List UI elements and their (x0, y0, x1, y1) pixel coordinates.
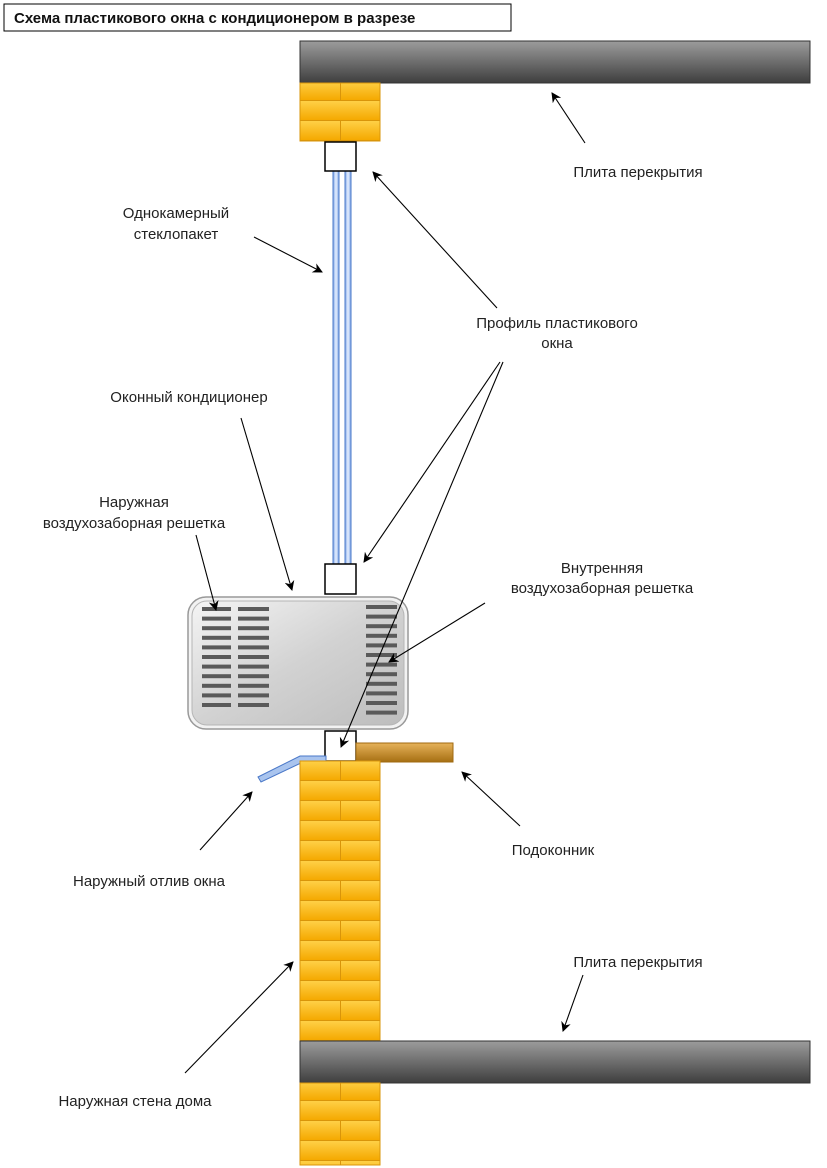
grille-slat (366, 681, 397, 686)
arrow-outer-grille (195, 534, 219, 611)
grille-slat (202, 683, 231, 688)
grille-slat (238, 626, 269, 631)
grille-slat (238, 703, 269, 707)
arrow-slab-bottom (561, 974, 584, 1032)
grille-slat (202, 616, 231, 621)
label-glazing-line2: стеклопакет (134, 226, 219, 243)
arrow-inner-grille (388, 602, 486, 663)
arrow-profile-top (372, 171, 498, 309)
arrow-wall (184, 961, 294, 1074)
outer-air-intake-grille-column-2 (238, 607, 269, 707)
grille-slat (366, 710, 397, 715)
window-profile-middle (324, 563, 357, 595)
grille-slat (202, 674, 231, 679)
grille-slat (202, 607, 231, 611)
grille-slat (366, 691, 397, 696)
label-outer-grille-line2: воздухозаборная решетка (43, 515, 226, 532)
window-sill (355, 742, 454, 763)
outer-air-intake-grille (202, 607, 231, 707)
grille-slat (366, 653, 397, 657)
label-wall: Наружная стена дома (58, 1093, 212, 1110)
title-box: Схема пластикового окна с кондиционером … (3, 3, 512, 32)
window-profile-bottom (324, 730, 357, 762)
label-glazing-line1: Однокамерный (123, 205, 229, 222)
floor-slab-top (299, 40, 811, 84)
label-slab-bottom: Плита перекрытия (573, 954, 702, 971)
arrow-ac-unit (240, 417, 295, 591)
grille-slat (238, 635, 269, 640)
label-drip: Наружный отлив окна (73, 873, 226, 890)
diagram-title: Схема пластикового окна с кондиционером … (14, 10, 415, 27)
inner-air-intake-grille (366, 605, 397, 715)
grille-slat (238, 693, 269, 698)
label-ac-unit: Оконный кондиционер (110, 389, 267, 406)
grille-slat (202, 635, 231, 640)
brick-wall-top (299, 82, 381, 142)
grille-slat (202, 655, 231, 659)
arrow-drip (199, 791, 253, 851)
label-profile-line2: окна (541, 335, 573, 352)
grille-slat (202, 693, 231, 698)
grille-slat (366, 643, 397, 648)
grille-slat (202, 645, 231, 650)
glazing-unit (332, 169, 352, 565)
window-profile-top (324, 141, 357, 172)
grille-slat (238, 645, 269, 650)
grille-slat (238, 616, 269, 621)
grille-slat (202, 664, 231, 669)
grille-slat (238, 607, 269, 611)
grille-slat (238, 655, 269, 659)
floor-slab-bottom (299, 1040, 811, 1084)
grille-slat (202, 626, 231, 631)
arrow-profile-bottom (339, 361, 504, 748)
grille-slat (366, 662, 397, 667)
arrow-slab-top (551, 92, 586, 144)
grille-slat (238, 683, 269, 688)
label-inner-grille-line2: воздухозаборная решетка (511, 580, 694, 597)
grille-slat (238, 674, 269, 679)
grille-slat (366, 624, 397, 629)
grille-slat (202, 703, 231, 707)
grille-slat (366, 672, 397, 677)
label-sill: Подоконник (512, 842, 595, 859)
arrow-profile-middle (363, 361, 501, 563)
grille-slat (366, 614, 397, 619)
grille-slat (366, 633, 397, 638)
label-profile-line1: Профиль пластикового (476, 315, 638, 332)
label-slab-top: Плита перекрытия (573, 164, 702, 181)
label-outer-grille-line1: Наружная (99, 494, 169, 511)
leader-lines (184, 92, 586, 1074)
grille-slat (238, 664, 269, 669)
label-inner-grille-line1: Внутренняя (561, 560, 643, 577)
brick-wall-bottom (299, 1082, 381, 1166)
arrow-sill (461, 771, 521, 827)
grille-slat (366, 605, 397, 609)
arrow-glazing (253, 236, 323, 273)
brick-wall-lower (299, 760, 381, 1042)
grille-slat (366, 701, 397, 705)
